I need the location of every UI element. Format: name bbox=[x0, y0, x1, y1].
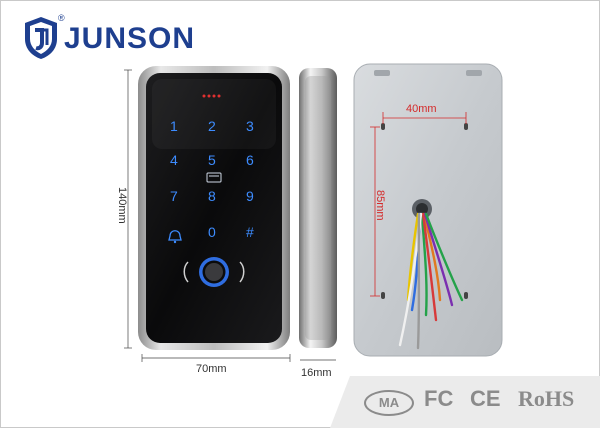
depth-dimension-label: 16mm bbox=[301, 367, 332, 379]
mount-hole bbox=[381, 123, 385, 130]
side-view-device bbox=[299, 68, 337, 348]
key-0[interactable]: 0 bbox=[208, 224, 216, 240]
key-4[interactable]: 4 bbox=[170, 152, 178, 168]
key-5[interactable]: 5 bbox=[208, 152, 216, 168]
bell-icon bbox=[168, 230, 182, 241]
junson-shield-logo-icon bbox=[25, 17, 57, 59]
key-hash[interactable]: # bbox=[246, 224, 254, 240]
indicator-leds bbox=[202, 94, 221, 98]
key-1[interactable]: 1 bbox=[170, 118, 178, 134]
mount-dimension-lines bbox=[370, 112, 467, 297]
mount-hole bbox=[381, 292, 385, 299]
wire-bundle bbox=[398, 212, 464, 350]
dimension-lines bbox=[124, 69, 336, 362]
key-6[interactable]: 6 bbox=[246, 152, 254, 168]
height-dimension-label: 140mm bbox=[116, 187, 128, 224]
mount-hole bbox=[464, 292, 468, 299]
key-2[interactable]: 2 bbox=[208, 118, 216, 134]
brand-name: JUNSON bbox=[64, 22, 195, 56]
mount-hole bbox=[464, 123, 468, 130]
front-glass-panel bbox=[146, 73, 282, 343]
key-8[interactable]: 8 bbox=[208, 188, 216, 204]
ce-certification-mark: CE bbox=[470, 386, 501, 411]
key-9[interactable]: 9 bbox=[246, 188, 254, 204]
width-dimension-label: 70mm bbox=[196, 363, 227, 375]
ma-certification-mark: MA bbox=[364, 390, 414, 416]
ma-text: MA bbox=[378, 395, 400, 410]
registered-mark: ® bbox=[58, 13, 65, 23]
mount-height-label: 85mm bbox=[374, 190, 386, 221]
key-7[interactable]: 7 bbox=[170, 188, 178, 204]
card-reader-icon bbox=[206, 172, 222, 183]
rohs-certification-mark: RoHS bbox=[518, 386, 575, 411]
brand-text: JUNSON bbox=[64, 22, 196, 55]
fingerprint-reader bbox=[183, 257, 245, 287]
mount-width-label: 40mm bbox=[406, 103, 437, 115]
key-3[interactable]: 3 bbox=[246, 118, 254, 134]
fc-certification-mark: FC bbox=[424, 386, 454, 411]
